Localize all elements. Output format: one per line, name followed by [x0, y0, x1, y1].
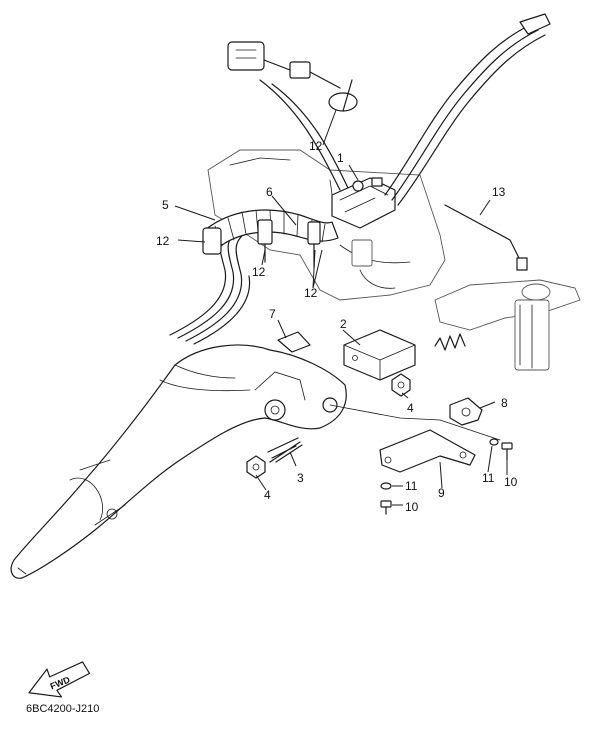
callout-11-left: 11: [405, 479, 418, 493]
callout-3: 3: [297, 471, 304, 485]
mount-bracket: [379, 429, 476, 473]
switch-assembly: [331, 177, 396, 229]
leader-lines: [174, 109, 508, 506]
nut-lower: [246, 455, 266, 479]
plate: [277, 331, 311, 353]
callout-4-lower: 4: [264, 488, 271, 502]
fwd-arrow-icon: FWD: [28, 661, 91, 698]
callout-10-left: 10: [405, 500, 419, 514]
callout-12-bottom: 12: [304, 286, 318, 300]
switch-cap: [449, 397, 483, 426]
callout-8: 8: [501, 396, 508, 410]
upper-cables: [227, 13, 551, 206]
screw-left: [380, 500, 392, 515]
washer-right: [489, 438, 499, 446]
bracket-block: [343, 329, 416, 381]
callout-12-top: 12: [309, 139, 323, 153]
assembly-guide-line: [329, 404, 501, 441]
callout-12-mid: 12: [252, 265, 266, 279]
rod: [444, 204, 528, 271]
callout-1: 1: [337, 151, 344, 165]
callout-10-right: 10: [504, 475, 518, 489]
callout-4-upper: 4: [407, 401, 414, 415]
nut-upper: [391, 373, 411, 397]
screw-right: [501, 442, 513, 461]
callout-11-right: 11: [482, 471, 495, 485]
steering-bracket-ghost: [434, 279, 581, 371]
drawing-code: 6BC4200-J210: [26, 703, 100, 715]
tiller-handle: [10, 344, 347, 579]
callout-5: 5: [162, 198, 169, 212]
callout-6: 6: [266, 185, 273, 199]
callout-13: 13: [492, 185, 506, 199]
washer-left: [380, 482, 392, 490]
bolt: [267, 437, 303, 463]
callout-12-left: 12: [156, 234, 170, 248]
upper-clamp: [328, 79, 358, 112]
callout-2: 2: [340, 317, 347, 331]
callout-7: 7: [269, 307, 276, 321]
callout-labels: 1 2 3 4 4 5 6 7 8 9 10 10 11 11 12 12 12…: [156, 139, 518, 514]
spring: [434, 333, 466, 351]
callout-9: 9: [438, 486, 445, 500]
